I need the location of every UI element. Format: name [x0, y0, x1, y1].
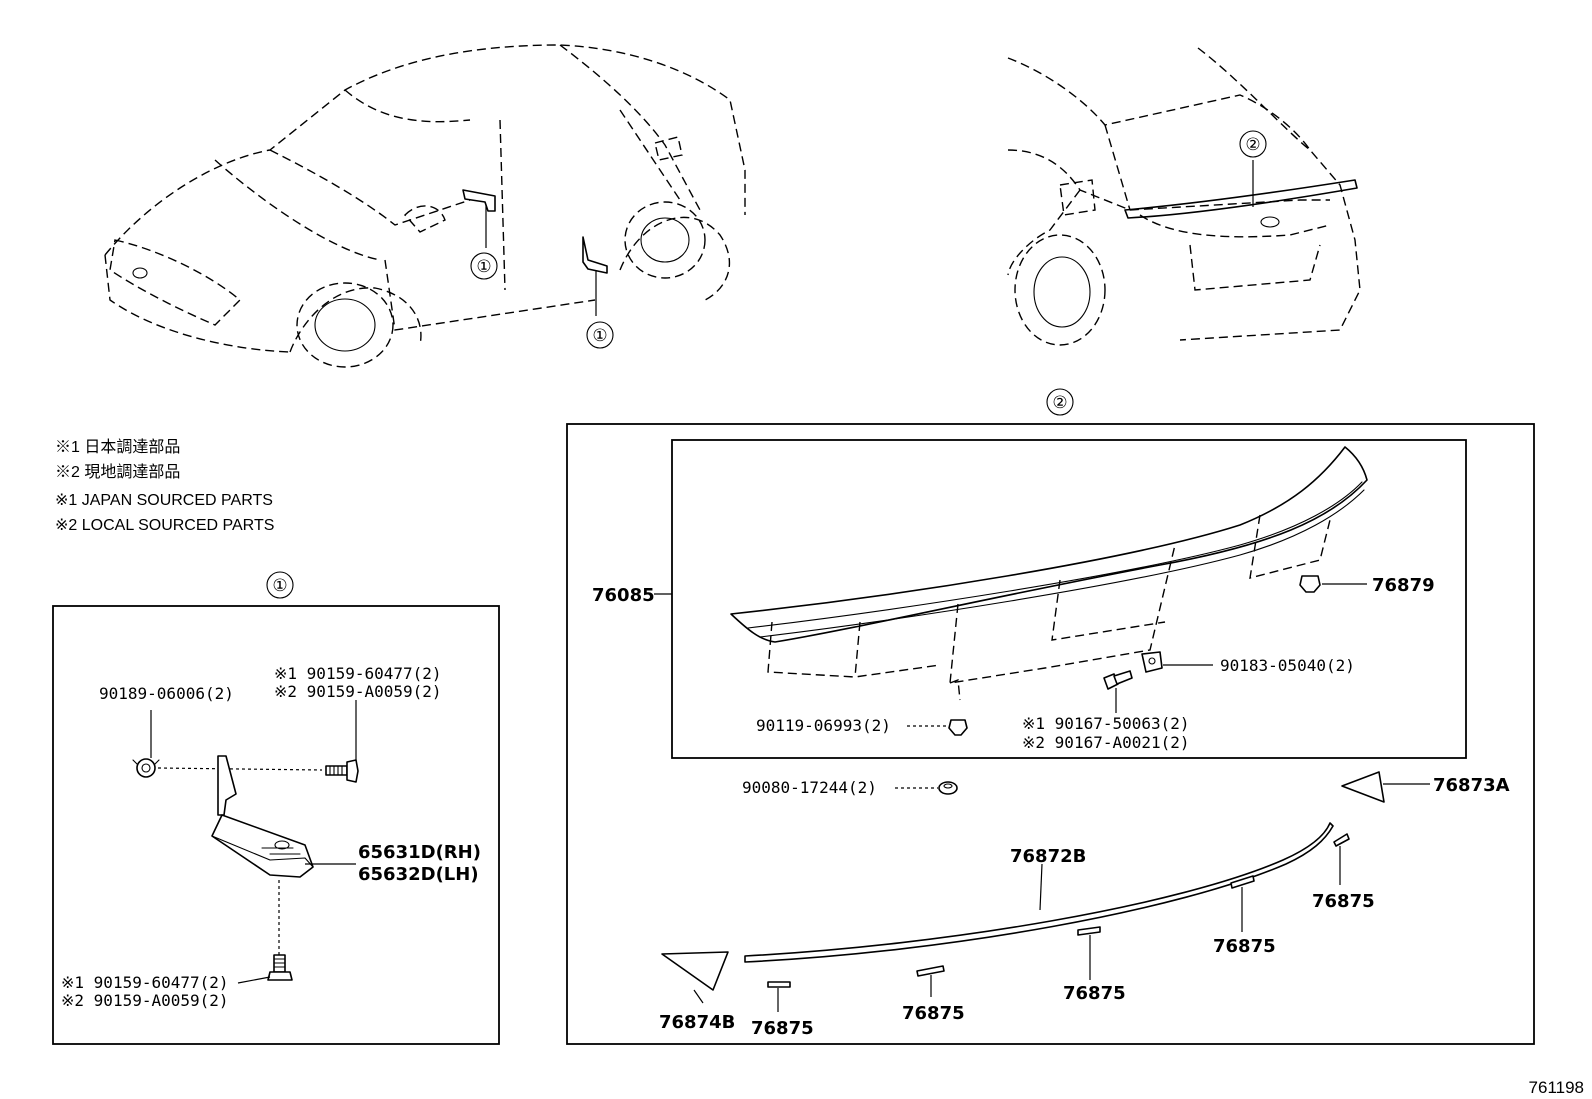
ref-marker-2a: ② — [1239, 130, 1267, 158]
car-front-view — [104, 44, 746, 368]
legend-line-3: ※1 JAPAN SOURCED PARTS — [55, 492, 273, 509]
bolt-icon — [267, 954, 293, 981]
tape-icon — [1333, 833, 1350, 847]
label-clip-left: 90119-06993(2) — [756, 716, 891, 735]
group2-parts — [654, 446, 1430, 1012]
car-rear-view — [1007, 47, 1361, 346]
grommet-icon — [938, 781, 958, 795]
group1-parts — [132, 700, 359, 984]
label-clip-right: 76879 — [1372, 575, 1435, 596]
label-clip: 90189-06006(2) — [99, 684, 234, 703]
end-cover-left — [661, 951, 729, 991]
label-tape-d: 76875 — [1213, 936, 1276, 957]
label-screw-1: ※1 90167-50063(2) — [1022, 714, 1190, 733]
end-cover-right — [1341, 771, 1385, 803]
legend-line-2: ※2 現地調達部品 — [55, 463, 180, 481]
label-cover-left: 76874B — [659, 1012, 735, 1033]
label-tape-a: 76875 — [751, 1018, 814, 1039]
group2-labels: 76085 76879 90183-05040(2) 90119-06993(2… — [592, 575, 1510, 1039]
label-screw-2: ※2 90167-A0021(2) — [1022, 733, 1190, 752]
nut-icon — [1141, 651, 1163, 673]
clip-icon — [132, 758, 160, 778]
mudguard-bracket — [211, 755, 314, 878]
label-grommet: 90080-17244(2) — [742, 778, 877, 797]
legend-line-1: ※1 日本調達部品 — [55, 438, 180, 456]
label-tape-c: 76875 — [1063, 983, 1126, 1004]
ref-marker-1a: ① — [470, 252, 498, 280]
svg-text:①: ① — [272, 576, 287, 595]
group1-frame — [52, 605, 500, 1045]
svg-text:①: ① — [476, 257, 491, 276]
svg-text:②: ② — [1245, 135, 1260, 154]
rear-spoiler — [730, 446, 1368, 643]
label-tape-b: 76875 — [902, 1003, 965, 1024]
garnish-strip — [744, 822, 1334, 963]
label-bracket-rh: 65631D(RH) — [358, 842, 481, 863]
group2-title: ② — [1046, 388, 1074, 416]
tape-icon — [767, 981, 791, 988]
label-cover-right: 76873A — [1433, 775, 1510, 796]
svg-text:①: ① — [592, 326, 607, 345]
label-bolt-bot-2: ※2 90159-A0059(2) — [61, 991, 229, 1010]
label-bolt-top-1: ※1 90159-60477(2) — [274, 664, 442, 683]
tape-icon — [1230, 875, 1255, 889]
ref-marker-1b: ① — [586, 321, 614, 349]
tape-icon — [1077, 926, 1101, 936]
label-bolt-top-2: ※2 90159-A0059(2) — [274, 682, 442, 701]
label-bolt-bot-1: ※1 90159-60477(2) — [61, 973, 229, 992]
legend: ※1 日本調達部品 ※2 現地調達部品 ※1 JAPAN SOURCED PAR… — [55, 438, 274, 534]
group2-frame — [566, 423, 1535, 1045]
group2-inner-frame — [671, 439, 1467, 759]
group1-title: ① — [266, 571, 294, 599]
label-bracket-lh: 65632D(LH) — [358, 864, 479, 885]
screw-icon — [1103, 670, 1133, 690]
svg-text:②: ② — [1052, 393, 1067, 412]
group1-labels: 90189-06006(2) ※1 90159-60477(2) ※2 9015… — [61, 664, 481, 1010]
clip-icon — [948, 719, 968, 736]
label-spoiler: 76085 — [592, 585, 655, 606]
label-strip: 76872B — [1010, 846, 1086, 867]
clip-icon — [1299, 575, 1321, 593]
bolt-icon — [325, 759, 359, 783]
legend-line-4: ※2 LOCAL SOURCED PARTS — [55, 517, 274, 534]
figure-number: 761198 — [1529, 1078, 1584, 1097]
label-tape-e: 76875 — [1312, 891, 1375, 912]
label-nut: 90183-05040(2) — [1220, 656, 1355, 675]
tape-icon — [916, 965, 945, 977]
